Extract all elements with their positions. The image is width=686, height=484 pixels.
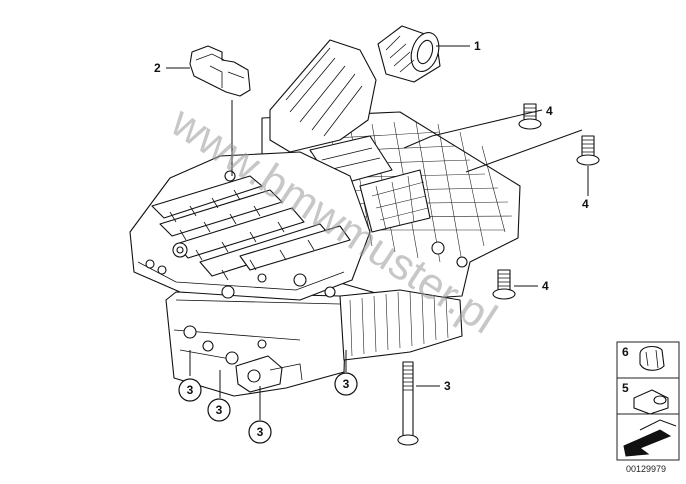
callout-3-bolt: 3: [444, 379, 451, 393]
legend-label-6: 6: [622, 345, 629, 359]
callout-4-right: 4: [582, 197, 589, 211]
callout-3-d-label: 3: [343, 377, 350, 391]
legend-label-5: 5: [622, 381, 629, 395]
plug-cap-icon: [633, 389, 669, 415]
callout-4-top: 4: [546, 104, 553, 118]
callout-3-c-label: 3: [257, 425, 264, 439]
installation-arrow-icon: [623, 419, 677, 457]
long-bolt-part-3: [397, 361, 419, 446]
callout-3-b-label: 3: [216, 403, 223, 417]
reference-number: 00129979: [626, 464, 666, 474]
bracket-part-2: [189, 45, 251, 97]
valve-spools: [151, 175, 351, 281]
legend-panel: 6 5 00129979: [616, 341, 680, 474]
circled-callout-3-c: 3: [248, 420, 272, 444]
leader-lines: [166, 45, 589, 420]
screw-part-4-top: [518, 103, 542, 130]
callout-3-a-label: 3: [187, 383, 194, 397]
clip-icon: [639, 345, 665, 371]
callout-1: 1: [474, 39, 481, 53]
screw-part-4-lower: [492, 269, 516, 300]
callout-4-lower: 4: [542, 279, 549, 293]
screw-part-4-right: [576, 135, 600, 166]
callout-2: 2: [154, 61, 161, 75]
circled-callout-3-a: 3: [178, 378, 202, 402]
circled-callout-3-d: 3: [334, 372, 358, 396]
valve-body-assembly: [129, 39, 521, 397]
circled-callout-3-b: 3: [207, 398, 231, 422]
connector-sleeve-part-1: [377, 25, 441, 83]
